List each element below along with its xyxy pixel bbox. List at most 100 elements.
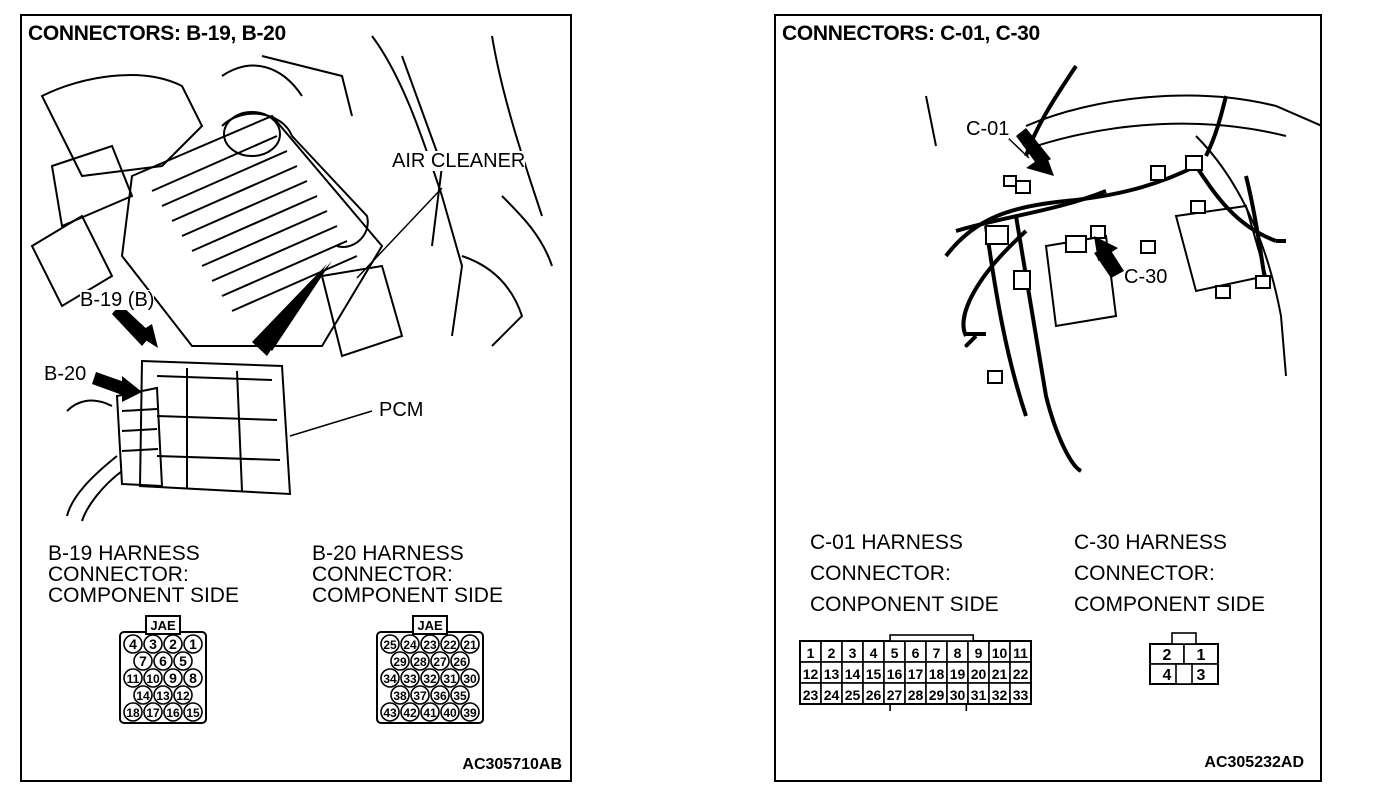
figure-id: AC305232AD [1204,754,1304,771]
c30-caption: C-30 HARNESS CONNECTOR: COMPONENT SIDE [1074,527,1265,620]
pin-number: 6 [912,645,920,661]
caption-line: COMPONENT SIDE [1074,593,1265,616]
connector-pin [153,651,173,671]
connector-pin [420,634,440,654]
connector-tab-label: JAE [150,618,176,633]
connector-pin [173,685,193,705]
connector-pin [420,702,440,722]
connector-pin [183,634,203,654]
engine-bay-drawing [30,35,553,522]
caption-line: C-01 HARNESS [810,531,963,554]
pin-number: 6 [159,653,167,669]
caption-line: B-19 HARNESS [48,542,200,565]
pin-number: 27 [887,687,903,703]
pin-number: 18 [929,666,945,682]
right-diagram-panel: CONNECTORS: C-01, C-30 C-01 C-30 C-01 HA… [774,14,1322,782]
pcm-label: PCM [379,399,424,421]
connector-pin [450,685,470,705]
connector-pin [123,634,143,654]
pin-number: 14 [136,689,150,703]
pin-number: 21 [992,666,1008,682]
pin-number: 26 [866,687,882,703]
pin-number: 4 [129,636,137,652]
connector-pin [133,651,153,671]
connector-pin [440,634,460,654]
connector-pin [430,685,450,705]
pin-number: 2 [1163,647,1172,664]
dashboard-harness-drawing [925,64,1320,473]
pin-number: 30 [950,687,966,703]
pin-number: 13 [156,689,170,703]
connector-tab-label: JAE [417,618,443,633]
pin-number: 24 [403,638,417,652]
pin-number: 11 [127,672,140,686]
pin-number: 20 [971,666,987,682]
pin-number: 41 [423,706,437,720]
b19-caption: B-19 HARNESS CONNECTOR: COMPONENT SIDE [48,543,239,606]
connector-pin [380,634,400,654]
pin-number: 23 [803,687,819,703]
pin-number: 8 [189,670,197,686]
caption-line: CONNECTOR: [1074,562,1215,585]
pin-number: 7 [139,653,147,669]
pin-number: 10 [146,672,160,686]
pin-number: 3 [149,636,157,652]
pin-number: 25 [845,687,861,703]
connector-pin [183,668,203,688]
pin-number: 14 [845,666,861,682]
pin-number: 21 [463,638,477,652]
connector-pin [163,668,183,688]
b20-caption: B-20 HARNESS CONNECTOR: COMPONENT SIDE [312,543,503,606]
pin-number: 33 [1013,687,1029,703]
pin-number: 5 [891,645,899,661]
pin-number: 34 [383,672,397,686]
connector-pin [400,668,420,688]
air-cleaner-label: AIR CLEANER [392,150,526,172]
connector-pin [400,702,420,722]
b20-label: B-20 [44,363,87,385]
page-title: CONNECTORS: B-19, B-20 [28,22,290,46]
connector-pin [460,702,480,722]
pin-number: 36 [433,689,447,703]
pin-number: 31 [443,672,457,686]
connector-pin [143,702,163,722]
pin-number: 35 [453,689,467,703]
pin-number: 27 [433,655,447,669]
c30-label: C-30 [1124,266,1168,288]
pin-number: 12 [176,689,190,703]
connector-pin [390,651,410,671]
pin-number: 29 [929,687,945,703]
pin-number: 43 [383,706,397,720]
connector-pin [390,685,410,705]
pin-number: 11 [1013,645,1028,661]
pin-number: 12 [803,666,819,682]
pin-number: 15 [186,706,200,720]
pin-number: 1 [807,645,815,661]
connector-pin [430,651,450,671]
pin-number: 25 [383,638,397,652]
pin-number: 22 [443,638,457,652]
pin-number: 33 [403,672,417,686]
pin-number: 1 [189,636,197,652]
pin-number: 4 [1163,667,1172,684]
connector-pin [400,634,420,654]
pin-number: 29 [393,655,407,669]
pin-number: 3 [849,645,857,661]
connector-pin [123,702,143,722]
pin-number: 10 [992,645,1008,661]
caption-line: CONNECTOR: [48,563,189,586]
pin-number: 9 [169,670,177,686]
pin-number: 26 [453,655,467,669]
pin-number: 40 [443,706,457,720]
pin-number: 2 [169,636,177,652]
left-diagram-panel: CONNECTORS: B-19, B-20 AIR CLEANER B-19 … [20,14,572,782]
pin-number: 4 [870,645,878,661]
pin-number: 31 [971,687,987,703]
pin-number: 2 [828,645,836,661]
pin-number: 16 [166,706,180,720]
caption-line: CONPONENT SIDE [810,593,999,616]
